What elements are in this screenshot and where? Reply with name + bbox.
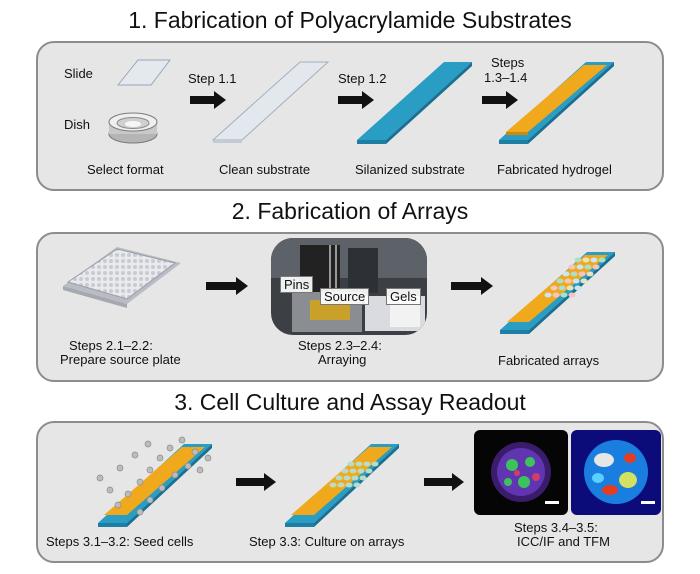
select-format-label: Select format [87, 162, 164, 177]
steps-2-1-label-line2: Prepare source plate [60, 352, 181, 367]
steps-3-1-label: Steps 3.1–3.2: Seed cells [46, 534, 194, 549]
cell-dots [96, 436, 212, 516]
array-spots [544, 257, 606, 298]
fabricated-arrays-icon [500, 252, 615, 334]
steps-1-3-label-line2: 1.3–1.4 [484, 70, 528, 85]
section-3-title: 3. Cell Culture and Assay Readout [174, 389, 526, 415]
culture-spots [329, 461, 379, 488]
source-plate-icon [63, 247, 181, 308]
icc-if-image [474, 430, 568, 515]
steps-2-1-label-line1: Steps 2.1–2.2: [69, 338, 153, 353]
slide-label: Slide [64, 66, 93, 81]
arrow-icon [190, 91, 226, 109]
steps-2-3-label-line1: Steps 2.3–2.4: [298, 338, 382, 353]
section-1-illustrations [108, 59, 614, 144]
arrow-icon [338, 91, 374, 109]
fabricated-hydrogel-label: Fabricated hydrogel [497, 162, 612, 177]
seed-cells-icon [96, 436, 212, 527]
silanized-substrate-label: Silanized substrate [355, 162, 465, 177]
tfm-image [571, 430, 661, 515]
arrow-icon [482, 91, 518, 109]
fabricated-hydrogel-icon [499, 62, 614, 144]
clean-substrate-icon [211, 61, 330, 143]
steps-2-3-label-line2: Arraying [318, 352, 367, 367]
silanized-substrate-icon [357, 62, 472, 144]
step-1-1-label: Step 1.1 [188, 71, 237, 86]
step-1-2-label: Step 1.2 [338, 71, 387, 86]
arrow-icon [424, 473, 464, 491]
source-tag: Source [320, 288, 370, 305]
gels-tag: Gels [386, 288, 421, 305]
steps-3-3-label: Step 3.3: Culture on arrays [249, 534, 405, 549]
scale-bar [641, 501, 655, 504]
fabricated-arrays-label: Fabricated arrays [498, 353, 600, 368]
arrow-icon [451, 277, 493, 295]
dish-label: Dish [64, 117, 91, 132]
small-slide-icon [116, 59, 172, 86]
section-1-title: 1. Fabrication of Polyacrylamide Substra… [128, 7, 572, 33]
section-2-title: 2. Fabrication of Arrays [231, 198, 469, 224]
arrow-icon [206, 277, 248, 295]
arrow-icon [236, 473, 276, 491]
pins-tag: Pins [280, 276, 314, 293]
scale-bar [545, 501, 559, 504]
steps-3-4-label-line2: ICC/IF and TFM [517, 534, 610, 549]
culture-arrays-icon [285, 444, 399, 527]
steps-1-3-label-line1: Steps [491, 55, 525, 70]
clean-substrate-label: Clean substrate [219, 162, 311, 177]
dish-icon [108, 112, 158, 144]
steps-3-4-label-line1: Steps 3.4–3.5: [514, 520, 598, 535]
